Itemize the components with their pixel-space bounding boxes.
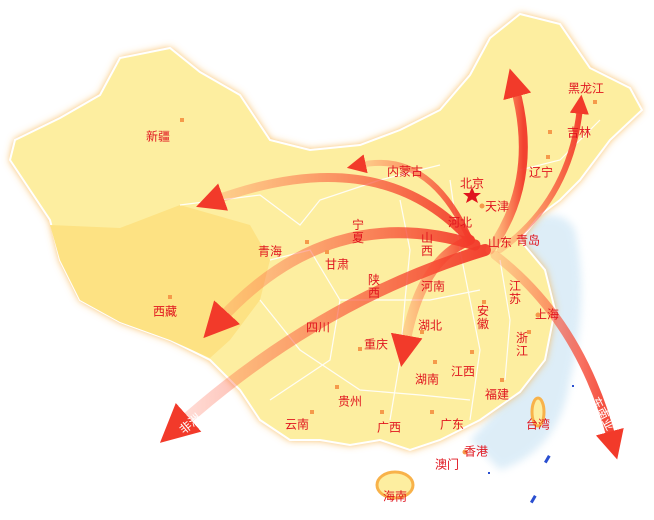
province-label-fujian: 福建	[484, 387, 510, 402]
arrow-heilongjiang	[485, 68, 532, 255]
province-label-guangxi: 广西	[376, 420, 402, 435]
south-sea-islands	[488, 385, 574, 504]
province-label-shanxi: 山西	[420, 231, 433, 258]
province-label-aomen: 澳门	[434, 457, 460, 472]
province-label-neimenggu: 内蒙古	[386, 164, 424, 179]
province-label-chongqing: 重庆	[363, 337, 389, 352]
province-label-shandong: 山东	[487, 235, 513, 250]
province-label-taiwan: 台湾	[525, 417, 551, 432]
province-label-tianjin: 天津	[484, 199, 510, 214]
province-label-shanghai: 上海	[534, 307, 560, 322]
province-label-liaoning: 辽宁	[528, 165, 554, 180]
arrow-chongqing	[390, 235, 475, 368]
province-label-hunan: 湖南	[414, 372, 440, 387]
hainan-island	[375, 470, 415, 500]
arrow-xinjiang	[196, 173, 475, 245]
province-label-xianggang: 香港	[463, 444, 489, 459]
arrow-hebei	[346, 154, 473, 243]
province-label-jilin: 吉林	[566, 125, 592, 140]
province-markers	[168, 100, 597, 455]
arrow-southeast-asia	[490, 250, 624, 460]
province-label-qinghai: 青海	[257, 244, 283, 259]
province-label-hainan: 海南	[382, 489, 408, 504]
province-label-qingdao: 青岛	[515, 233, 541, 248]
province-label-guizhou: 贵州	[337, 394, 363, 409]
province-label-yunnan: 云南	[284, 417, 310, 432]
export-arrows	[159, 68, 624, 460]
province-label-jiangxi: 江西	[450, 364, 476, 379]
province-label-henan: 河南	[420, 279, 446, 294]
province-label-ningxia: 宁夏	[351, 218, 364, 245]
capital-star-icon	[463, 187, 481, 203]
province-label-anhui: 安徽	[476, 304, 489, 331]
province-label-heilongjiang: 黑龙江	[567, 81, 605, 96]
province-label-guangdong: 广东	[439, 417, 465, 432]
province-label-jiangsu: 江苏	[508, 279, 521, 306]
province-label-sichuan: 四川	[305, 320, 331, 335]
province-label-hubei: 湖北	[417, 318, 443, 333]
arrow-jilin	[497, 94, 589, 253]
province-label-gansu: 甘肃	[324, 257, 350, 272]
province-label-beijing: 北京	[459, 176, 485, 191]
province-label-shaanxi: 陕西	[367, 273, 380, 300]
province-label-zhejiang: 浙江	[515, 331, 528, 358]
province-label-hebei: 河北	[447, 215, 473, 230]
province-label-xizang: 西藏	[152, 304, 178, 319]
arrow-tibet	[203, 227, 481, 339]
taiwan-island	[530, 396, 546, 428]
province-label-xinjiang: 新疆	[145, 129, 171, 144]
